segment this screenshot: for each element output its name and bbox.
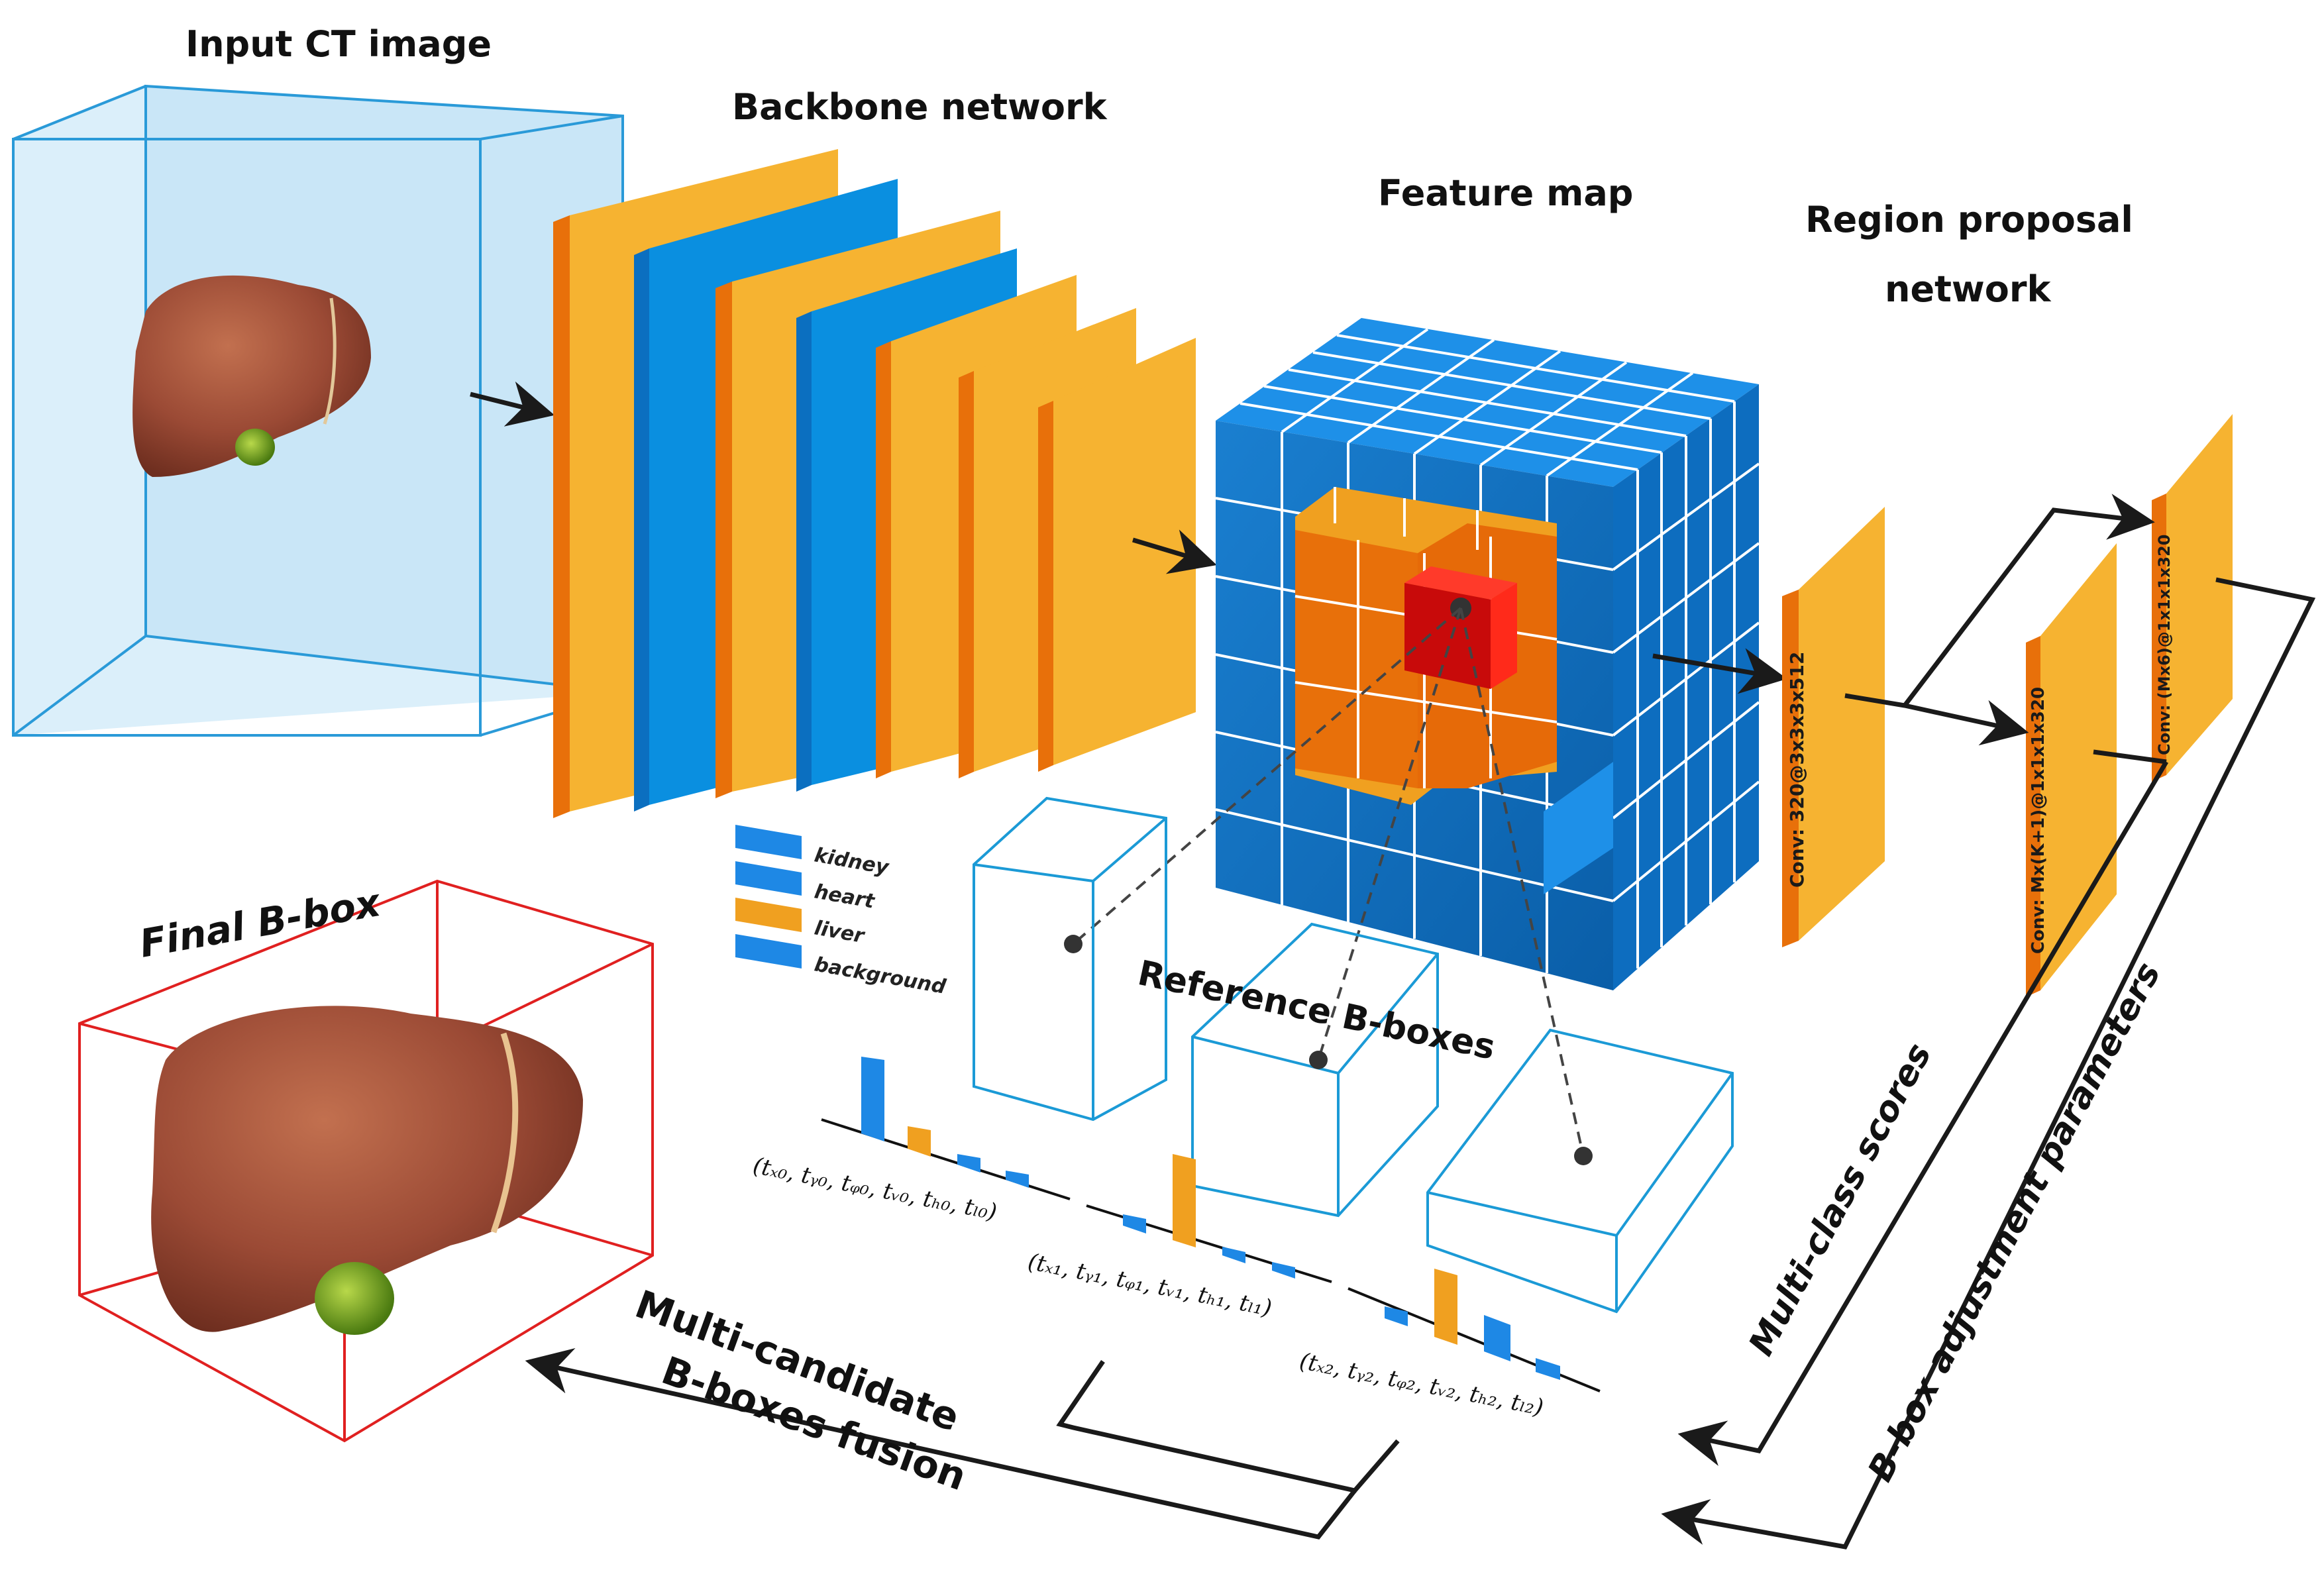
bbox-adjust-label: B-box adjustment parameters [1861,956,2169,1488]
svg-text:kidney: kidney [813,843,892,879]
rpn-label-line2: network [1885,268,2051,310]
center-voxel [1404,566,1517,689]
lower-voxel-block [1544,762,1613,894]
legend-item-heart: heart [735,861,877,914]
rpn-conv-layer-1: Conv: 320@3x3x3x512 [1782,507,1885,947]
anchor-connectors [1072,607,1585,1157]
gallbladder-icon [235,429,275,466]
input-ct-volume [12,84,624,737]
score-bars-1 [821,1057,1071,1200]
reference-bbox-3 [1426,1028,1734,1314]
fusion-connectors [525,1347,1400,1540]
score-bars-2 [1086,1154,1332,1283]
gallbladder-icon [315,1262,394,1335]
score-bars-3 [1347,1269,1601,1392]
final-bbox [78,879,654,1443]
rpn-conv-layer-3: Conv: (Mx6)@1x1x1x320 [2152,414,2233,782]
reference-bbox-1 [973,796,1167,1122]
reference-bboxes-label: Reference B-boxes [1134,953,1499,1068]
backbone-label: Backbone network [732,86,1108,128]
backbone-network [553,149,1196,818]
liver-icon [132,275,372,477]
arrow-backbone-to-feature [1132,529,1217,574]
reference-bbox-1-center [1064,935,1083,953]
final-bbox-label: Final B-box [136,880,385,967]
reference-bbox-2-center [1309,1051,1328,1069]
svg-text:Conv: Mx(K+1)@1x1x1x320: Conv: Mx(K+1)@1x1x1x320 [2029,687,2048,954]
reference-bbox-2 [1191,922,1439,1218]
feature-map-label: Feature map [1378,172,1633,214]
svg-text:liver: liver [813,916,867,948]
rpn-connectors [1661,494,2316,1550]
backbone-layer-7 [1038,338,1196,772]
liver-icon [151,1006,584,1332]
reference-bbox-3-center [1574,1147,1593,1165]
svg-text:Conv: (Mx6)@1x1x1x320: Conv: (Mx6)@1x1x1x320 [2155,535,2174,755]
arrow-ct-to-backbone [470,381,555,427]
legend: kidney heart liver background [735,825,948,999]
arrow-feature-to-rpn [1652,648,1787,694]
rpn-label-line1: Region proposal [1805,199,2133,240]
feature-map-cube [1215,318,1760,990]
svg-text:background: background [813,953,948,998]
rpn-conv-layer-2: Conv: Mx(K+1)@1x1x1x320 [2026,543,2117,997]
svg-text:Conv: 320@3x3x3x512: Conv: 320@3x3x3x512 [1786,652,1808,888]
svg-text:heart: heart [813,880,877,914]
input-ct-label: Input CT image [185,23,492,65]
